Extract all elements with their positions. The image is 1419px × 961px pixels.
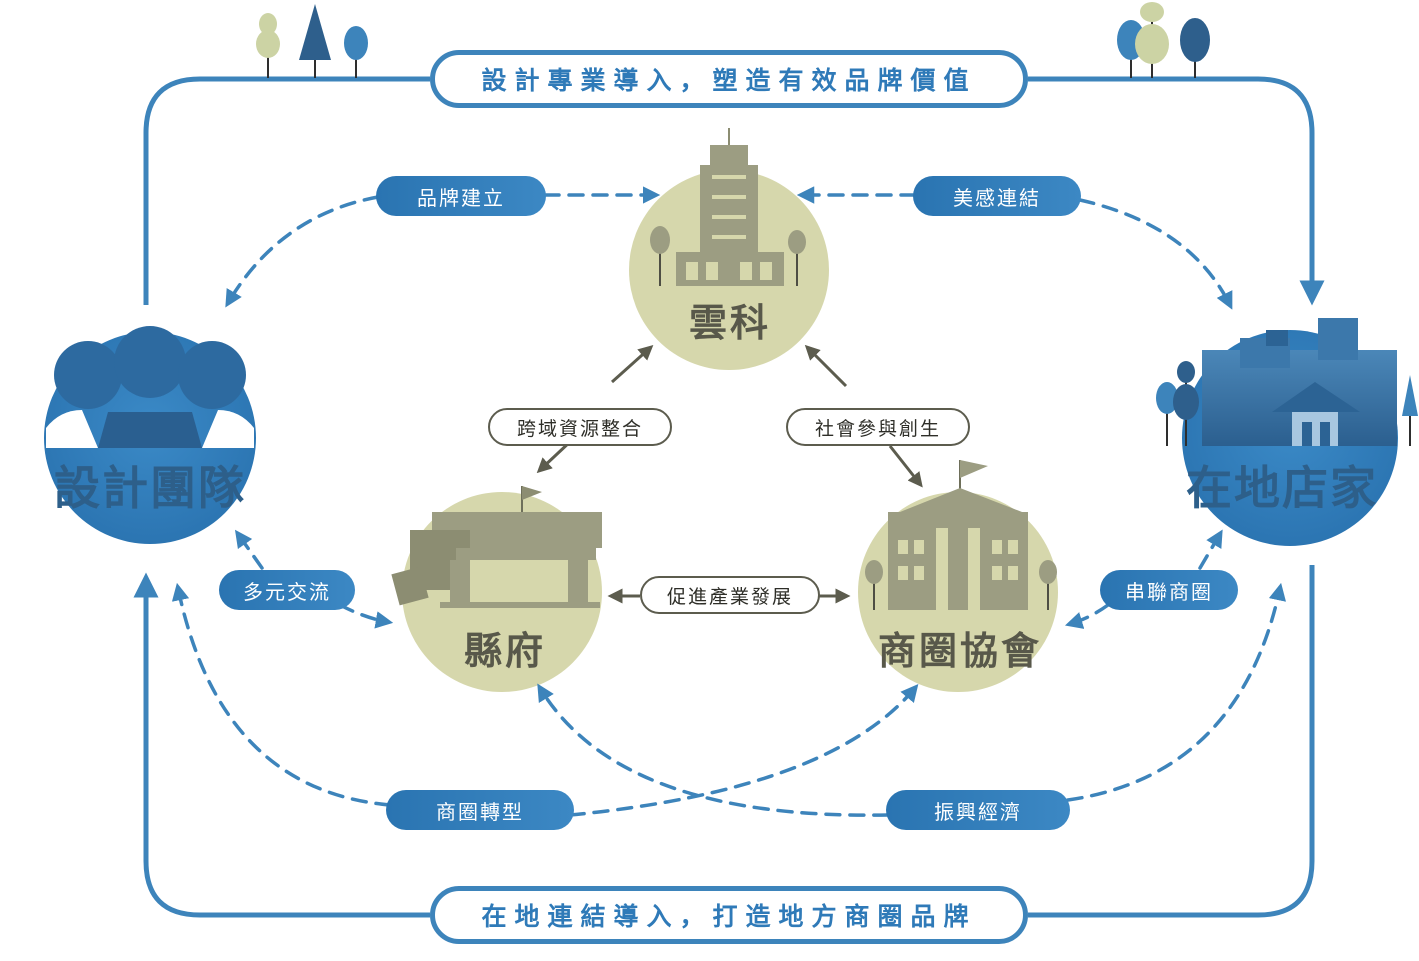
arrow-connect-to-store xyxy=(1198,529,1223,570)
frame-top-right xyxy=(1028,76,1325,306)
arrow-transform-to-design xyxy=(171,582,392,807)
arrow-yuntech-county xyxy=(610,344,654,384)
design-team-people-icon xyxy=(46,326,254,448)
yuntech-tower-icon xyxy=(650,128,806,286)
district-transform-text: 商圈轉型 xyxy=(436,799,524,824)
frame-bottom-left xyxy=(133,572,430,918)
top-banner-text: 設計專業導入，塑造有效品牌價值 xyxy=(481,66,977,95)
cross-domain-pill: 跨域資源整合 xyxy=(488,408,672,446)
arrow-exchange-to-design xyxy=(234,529,264,570)
arrow-connect-to-association xyxy=(1064,603,1110,629)
arrow-exchange-to-county xyxy=(338,603,394,629)
design-team-label: 設計團隊 xyxy=(54,461,246,515)
yuntech-label: 雲科 xyxy=(688,300,771,345)
local-store-label: 在地店家 xyxy=(1186,461,1378,515)
social-participation-text: 社會參與創生 xyxy=(814,417,941,440)
promote-industry-text: 促進產業發展 xyxy=(666,585,793,608)
trees-top-left xyxy=(256,4,368,78)
connect-district-text: 串聯商圈 xyxy=(1125,579,1213,604)
revitalize-economy-text: 振興經濟 xyxy=(934,799,1022,824)
arrow-revitalize-to-store xyxy=(1066,582,1286,802)
aesthetic-link-pill: 美感連結 xyxy=(913,176,1081,216)
top-banner: 設計專業導入，塑造有效品牌價值 xyxy=(430,50,1028,108)
county-label: 縣府 xyxy=(463,628,546,673)
connect-district-pill: 串聯商圈 xyxy=(1100,570,1238,610)
association-label: 商圈協會 xyxy=(877,628,1042,673)
revitalize-economy-pill: 振興經濟 xyxy=(886,790,1070,830)
social-participation-pill: 社會參與創生 xyxy=(786,408,970,446)
county-building-icon xyxy=(391,486,602,608)
arrow-yuntech-association-2 xyxy=(888,445,923,488)
arrow-yuntech-association xyxy=(804,344,848,388)
arrow-transform-to-association xyxy=(568,683,919,817)
promote-industry-pill: 促進產業發展 xyxy=(640,576,820,614)
aesthetic-link-text: 美感連結 xyxy=(953,185,1041,210)
bottom-banner: 在地連結導入，打造地方商圈品牌 xyxy=(430,886,1028,944)
cross-domain-text: 跨域資源整合 xyxy=(516,417,643,440)
diverse-exchange-text: 多元交流 xyxy=(243,579,331,604)
trees-top-right xyxy=(1117,2,1210,78)
brand-building-pill: 品牌建立 xyxy=(376,176,546,216)
association-building-icon xyxy=(865,460,1057,610)
diverse-exchange-pill: 多元交流 xyxy=(219,570,355,610)
district-transform-pill: 商圈轉型 xyxy=(386,790,574,830)
arrow-brand-to-design xyxy=(225,195,380,308)
arrow-aesthetic-to-store xyxy=(1078,198,1233,310)
frame-bottom-right xyxy=(1028,565,1315,918)
frame-top-left xyxy=(143,76,430,305)
local-store-buildings-icon xyxy=(1156,318,1418,446)
brand-building-text: 品牌建立 xyxy=(417,185,505,210)
arrow-revitalize-to-county xyxy=(537,683,890,817)
bottom-banner-text: 在地連結導入，打造地方商圈品牌 xyxy=(481,902,977,931)
